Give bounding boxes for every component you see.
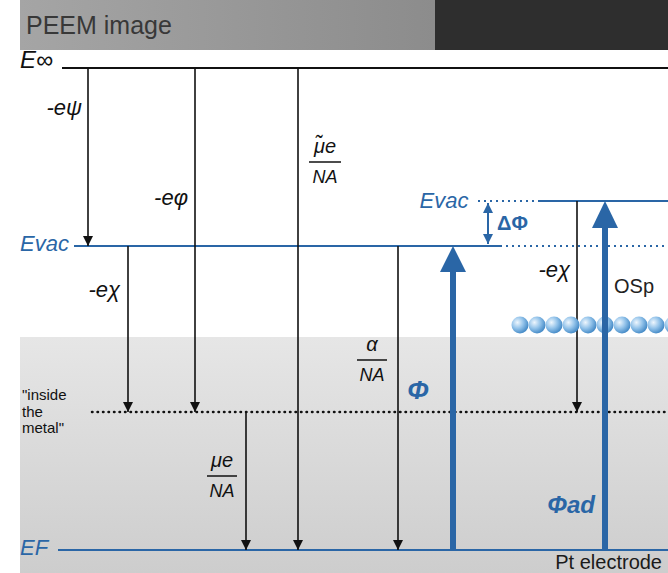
adsorbate-atom: [614, 317, 631, 334]
potential-label: -eχ: [88, 278, 120, 302]
adsorbate-atom: [631, 317, 648, 334]
fraction-denominator: NA: [209, 482, 234, 502]
work-function-arrowhead: [592, 201, 618, 228]
work-function-arrow: [450, 270, 456, 550]
potential-label: -eψ: [46, 96, 82, 120]
raised-vacuum-level-dotted: [478, 200, 540, 202]
potential-label: -eχ: [538, 258, 570, 282]
work-function-arrow: [602, 226, 608, 550]
region-label: Pt electrode: [555, 552, 662, 572]
band-title: PEEM image: [26, 13, 172, 38]
energy-arrow: [245, 412, 247, 550]
adsorbate-atom: [546, 317, 563, 334]
adsorbate-row: [512, 317, 668, 334]
fraction-denominator: NA: [312, 168, 337, 188]
region-note: "inside the metal": [22, 387, 80, 437]
energy-arrow: [576, 201, 578, 412]
work-function-label: Φad: [547, 492, 595, 518]
fraction-denominator: NA: [359, 366, 384, 386]
level-label: EF: [20, 536, 48, 560]
work-function-label: Φ: [407, 376, 428, 405]
work-function-arrowhead: [440, 246, 466, 272]
image-band: PEEM image: [20, 0, 668, 50]
fraction-numerator: α: [366, 333, 377, 355]
work-function-change: ΔΦ: [497, 212, 528, 234]
raised-vacuum-level: [540, 200, 668, 202]
adsorbate-atom: [665, 317, 668, 334]
energy-arrow: [194, 68, 196, 412]
adsorbate-atom: [563, 317, 580, 334]
potential-label: -eφ: [154, 186, 188, 210]
energy-arrow: [127, 246, 129, 412]
adsorbate-atom: [512, 317, 529, 334]
adsorbate-atom: [529, 317, 546, 334]
level-label: E∞: [20, 47, 53, 73]
electrode-region: Pt electrode: [20, 337, 668, 573]
fraction-bar: [207, 475, 237, 477]
level-label: Evac: [420, 189, 469, 213]
vacuum-level-dotted: [500, 245, 668, 247]
energy-arrow: [87, 68, 89, 246]
energy-arrow: [297, 68, 299, 550]
inside-metal-level: [92, 411, 668, 414]
adsorbate-atom: [580, 317, 597, 334]
adsorbate-atom: [648, 317, 665, 334]
vacuum-level: [74, 245, 500, 247]
energy-arrow: [397, 246, 399, 550]
vacuum-infinity-level: [62, 67, 668, 69]
delta-arrow: [487, 203, 489, 244]
fraction-numerator: μe: [211, 449, 233, 471]
fraction-bar: [309, 161, 341, 163]
level-label: Evac: [20, 232, 69, 256]
fermi-level: [58, 549, 668, 551]
adsorbate-label: OSp: [614, 275, 654, 297]
fraction-numerator: μ̃e: [314, 135, 336, 157]
fraction-bar: [357, 359, 387, 361]
